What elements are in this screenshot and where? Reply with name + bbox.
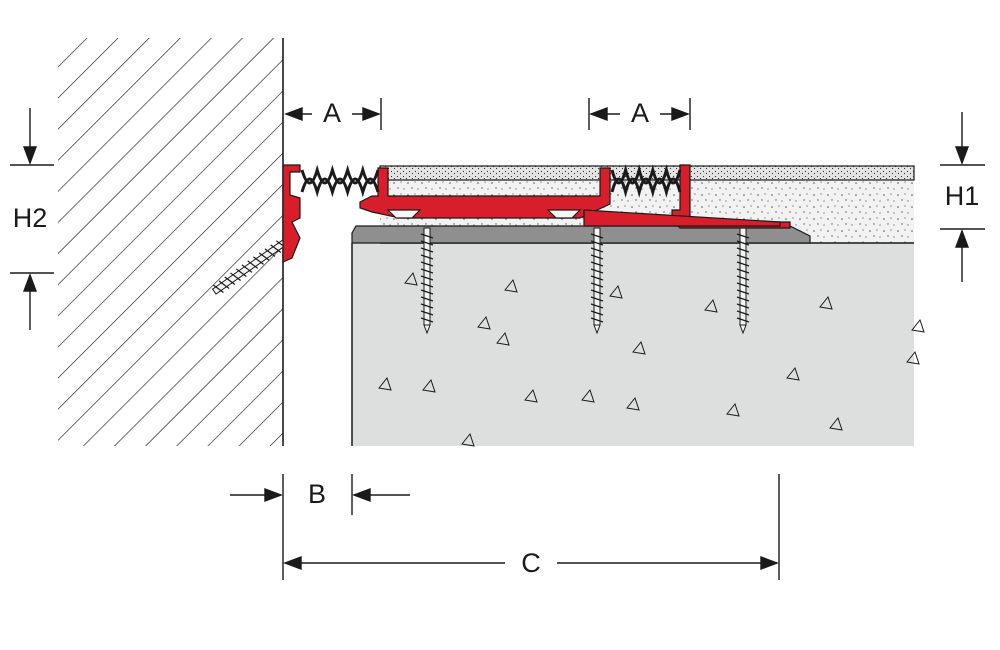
concrete-slab xyxy=(351,243,925,447)
dimension-label-b: B xyxy=(308,479,326,509)
aggregate-marks xyxy=(378,271,925,447)
wall-section xyxy=(58,38,284,446)
dimension-label-c: C xyxy=(521,548,541,578)
seal-bellows xyxy=(300,164,682,198)
dimension-label-h2: H2 xyxy=(13,203,48,233)
dimension-lines xyxy=(10,98,985,580)
joint-profile xyxy=(282,164,791,263)
dimension-label-a-right: A xyxy=(631,98,649,128)
adhesive-bed xyxy=(351,225,811,244)
dimension-label-h1: H1 xyxy=(945,181,980,211)
anchor-screw xyxy=(420,227,434,335)
anchor-screws xyxy=(211,227,750,335)
dimension-label-a-left: A xyxy=(323,98,341,128)
anchor-screw xyxy=(590,227,604,335)
fixing-cups xyxy=(386,209,582,219)
